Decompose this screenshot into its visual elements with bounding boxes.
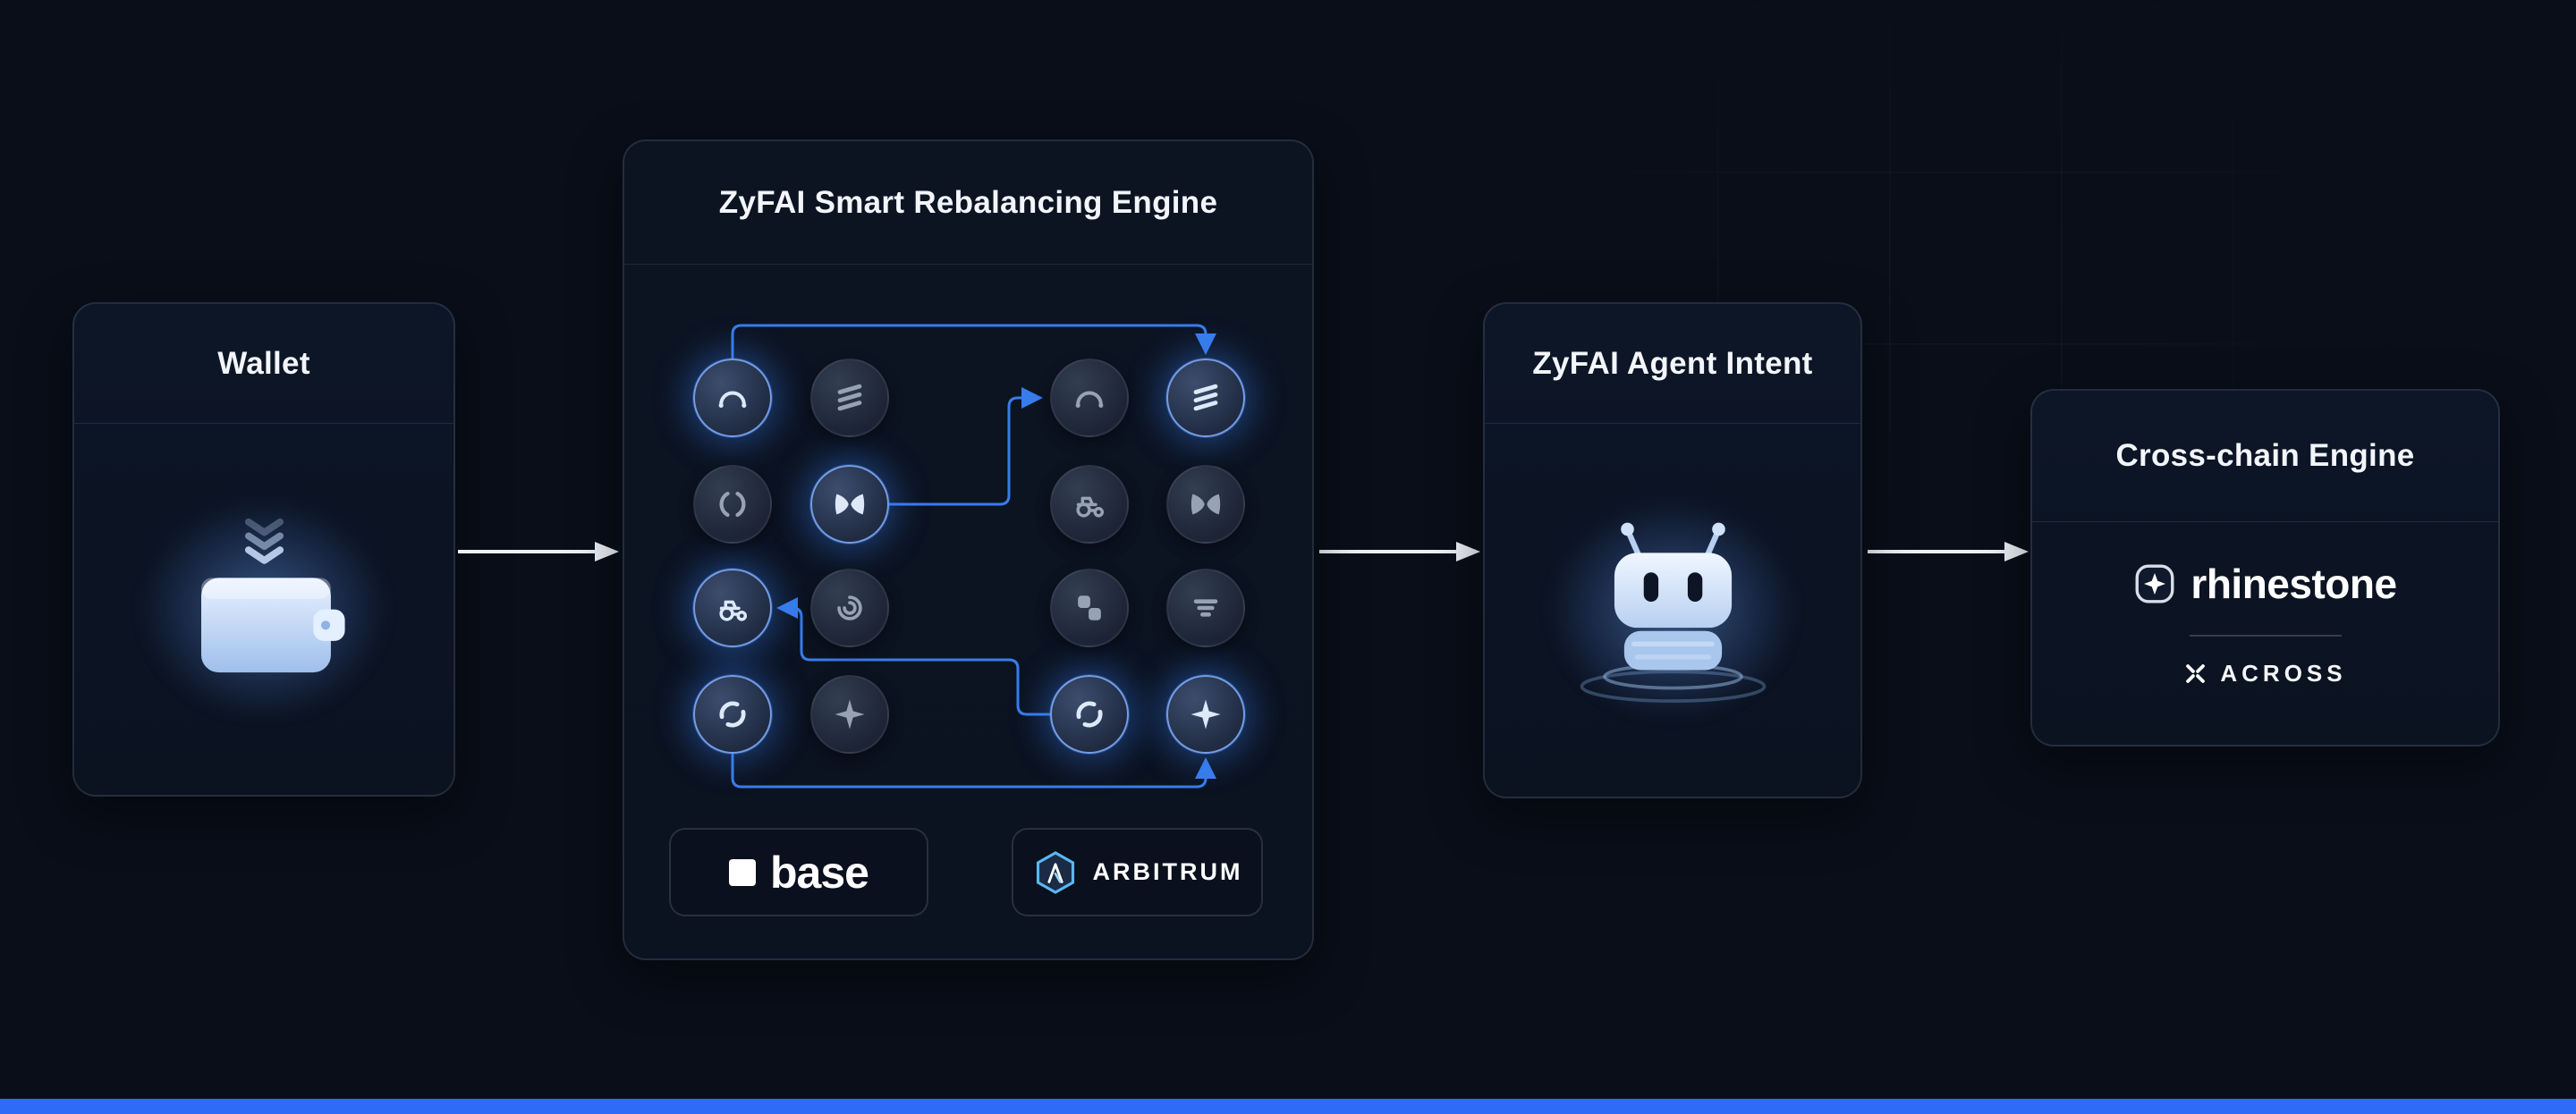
crosschain-card-header: Cross-chain Engine [2032, 391, 2498, 522]
across-logo: ACROSS [2183, 660, 2346, 688]
crosschain-divider [2189, 635, 2342, 637]
wallet-card: Wallet [72, 302, 455, 797]
arbitrum-label: ARBITRUM [1092, 858, 1243, 885]
across-label: ACROSS [2220, 659, 2347, 687]
brackets-protocol-icon [693, 465, 772, 544]
crosschain-title: Cross-chain Engine [2115, 438, 2415, 473]
rhinestone-logo-icon [2135, 564, 2174, 603]
layers-protocol-icon [1166, 359, 1245, 437]
arbitrum-logo-icon [1036, 850, 1074, 894]
spark-protocol-icon [1166, 675, 1245, 754]
disc-protocol-icon [1050, 675, 1129, 754]
spark-protocol-icon [810, 675, 889, 754]
agent-intent-card: ZyFAI Agent Intent [1483, 302, 1862, 798]
base-logo-icon [729, 858, 757, 886]
flow-arrow-engine-to-agent [1319, 542, 1480, 561]
deposit-chevrons-icon [244, 518, 284, 564]
arbitrum-badge: ARBITRUM [1012, 828, 1263, 916]
rhinestone-label: rhinestone [2190, 561, 2397, 607]
tractor-protocol-icon [693, 569, 772, 647]
agent-illustration-stage [1485, 424, 1860, 797]
base-badge: base [669, 828, 928, 916]
protocol-grid [624, 141, 1312, 958]
shutter-protocol-icon [810, 569, 889, 647]
engine-card-header: ZyFAI Smart Rebalancing Engine [624, 141, 1312, 265]
crosschain-body: rhinestone ACROSS [2032, 522, 2498, 688]
chain-badge-row: base ARBITRUM [669, 828, 1263, 916]
engine-title: ZyFAI Smart Rebalancing Engine [718, 184, 1218, 220]
agent-card-header: ZyFAI Agent Intent [1485, 304, 1860, 424]
arc-protocol-icon [693, 359, 772, 437]
crosschain-engine-card: Cross-chain Engine rhinestone ACROSS [2030, 389, 2500, 747]
wallet-icon [200, 518, 345, 672]
wallet-illustration-stage [74, 424, 453, 795]
base-label: base [770, 847, 869, 898]
layers-protocol-icon [810, 359, 889, 437]
across-x-icon [2186, 663, 2206, 683]
flow-arrow-wallet-to-engine [458, 542, 619, 561]
disc-protocol-icon [693, 675, 772, 754]
butterfly-protocol-icon [810, 465, 889, 544]
butterfly-protocol-icon [1166, 465, 1245, 544]
agent-title: ZyFAI Agent Intent [1532, 345, 1813, 381]
rhinestone-logo: rhinestone [2133, 560, 2397, 608]
flow-arrow-agent-to-crosschain [1868, 542, 2029, 561]
tractor-protocol-icon [1050, 465, 1129, 544]
wallet-card-header: Wallet [74, 304, 453, 424]
curve-protocol-icon [1050, 569, 1129, 647]
robot-icon [1580, 523, 1766, 704]
bottom-accent-bar [0, 1099, 2576, 1114]
rebalancing-engine-card: ZyFAI Smart Rebalancing Engine base ARBI… [623, 139, 1314, 960]
arc-protocol-icon [1050, 359, 1129, 437]
lines-protocol-icon [1166, 569, 1245, 647]
wallet-title: Wallet [217, 345, 310, 381]
